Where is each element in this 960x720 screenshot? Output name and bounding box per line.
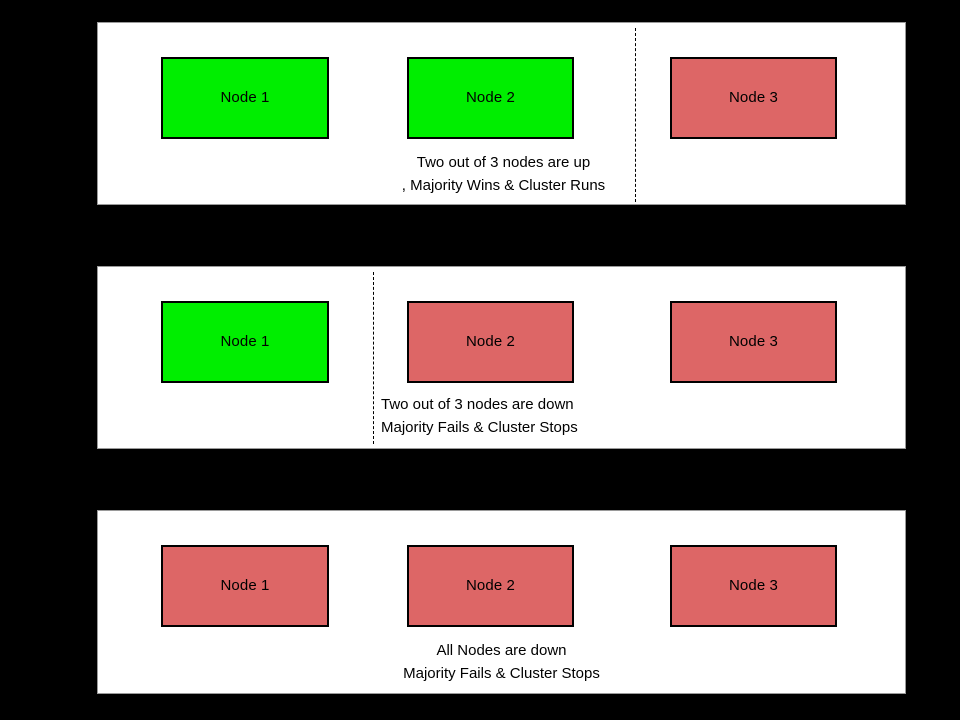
node-box-1: Node 1 — [161, 57, 329, 139]
node-box-2: Node 2 — [407, 57, 574, 139]
node-box-2: Node 2 — [407, 301, 574, 383]
node-box-label: Node 2 — [466, 89, 515, 106]
node-box-label: Node 1 — [220, 89, 270, 106]
scenario-panel-all-down: Node 1 Node 2 Node 3 All Nodes are down … — [97, 510, 906, 694]
node-box-1: Node 1 — [161, 301, 329, 383]
scenario-caption: Two out of 3 nodes are up , Majority Win… — [98, 151, 905, 197]
node-box-label: Node 2 — [466, 333, 515, 350]
node-box-label: Node 3 — [729, 333, 778, 350]
caption-line: Two out of 3 nodes are up — [416, 154, 591, 171]
caption-line: Majority Fails & Cluster Stops — [403, 665, 600, 682]
node-box-label: Node 2 — [466, 577, 515, 594]
node-box-3: Node 3 — [670, 545, 837, 627]
caption-line: All Nodes are down — [436, 642, 567, 659]
node-box-1: Node 1 — [161, 545, 329, 627]
node-box-label: Node 1 — [220, 333, 270, 350]
scenario-caption: Two out of 3 nodes are down Majority Fai… — [381, 393, 578, 439]
scenario-caption: All Nodes are down Majority Fails & Clus… — [98, 639, 905, 685]
node-box-label: Node 3 — [729, 89, 778, 106]
node-box-3: Node 3 — [670, 301, 837, 383]
scenario-panel-two-up: Node 1 Node 2 Node 3 Two out of 3 nodes … — [97, 22, 906, 205]
node-box-label: Node 1 — [220, 577, 270, 594]
node-box-3: Node 3 — [670, 57, 837, 139]
caption-line: Two out of 3 nodes are down — [381, 396, 574, 413]
caption-line: , Majority Wins & Cluster Runs — [401, 177, 606, 194]
node-box-label: Node 3 — [729, 577, 778, 594]
scenario-panel-two-down: Node 1 Node 2 Node 3 Two out of 3 nodes … — [97, 266, 906, 449]
node-box-2: Node 2 — [407, 545, 574, 627]
quorum-divider-line — [373, 272, 374, 444]
quorum-divider-line — [635, 28, 636, 202]
caption-line: Majority Fails & Cluster Stops — [381, 419, 578, 436]
